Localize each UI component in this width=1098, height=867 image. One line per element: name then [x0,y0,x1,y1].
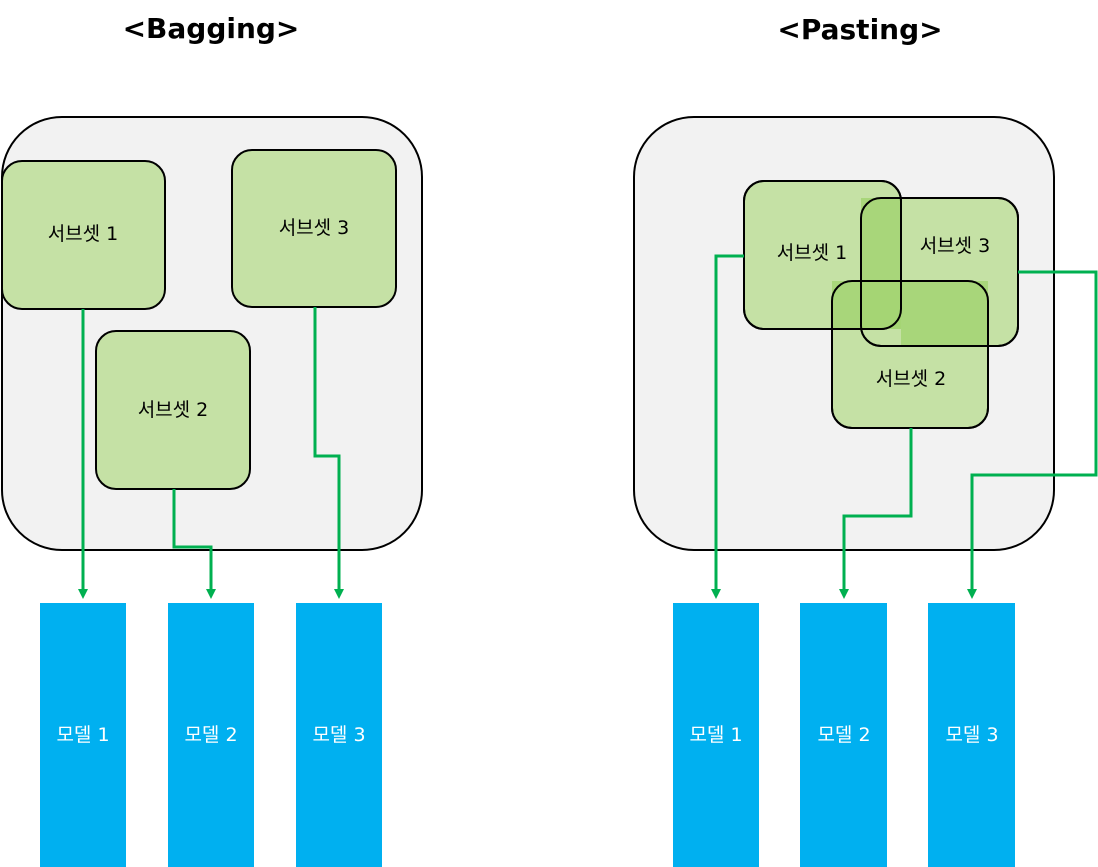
bagging-model-1-label: 모델 1 [56,724,109,746]
bagging-subset-1-label: 서브셋 1 [48,223,119,245]
bagging-subset-1: 서브셋 1 [1,160,166,310]
pasting-title: <Pasting> [777,13,942,46]
bagging-model-2: 모델 2 [168,603,254,867]
bagging-model-3: 모델 3 [296,603,382,867]
pasting-arrow-1 [711,254,744,599]
bagging-model-3-label: 모델 3 [312,724,365,746]
bagging-title: <Bagging> [123,12,300,45]
pasting-subset-3-label: 서브셋 3 [920,235,991,257]
pasting-overlap-2-3 [901,281,988,346]
pasting-arrow-3 [967,270,1098,599]
bagging-model-1: 모델 1 [40,603,126,867]
pasting-model-3: 모델 3 [928,603,1015,867]
pasting-overlap-1-3 [861,198,901,281]
bagging-subset-3-label: 서브셋 3 [279,217,350,239]
pasting-model-2: 모델 2 [800,603,887,867]
pasting-overlap-all [861,281,901,329]
pasting-model-1-label: 모델 1 [689,724,742,746]
bagging-arrow-2 [172,489,216,599]
bagging-subset-2-label: 서브셋 2 [138,399,209,421]
pasting-model-3-label: 모델 3 [945,724,998,746]
pasting-arrow-2 [839,428,913,599]
bagging-subset-3: 서브셋 3 [231,149,397,308]
bagging-subset-2: 서브셋 2 [95,330,251,490]
pasting-subset-1-label: 서브셋 1 [777,242,848,264]
pasting-model-1: 모델 1 [673,603,759,867]
pasting-subset-2-label: 서브셋 2 [876,368,947,390]
pasting-model-2-label: 모델 2 [817,724,870,746]
bagging-arrow-3 [313,307,344,599]
bagging-model-2-label: 모델 2 [184,724,237,746]
